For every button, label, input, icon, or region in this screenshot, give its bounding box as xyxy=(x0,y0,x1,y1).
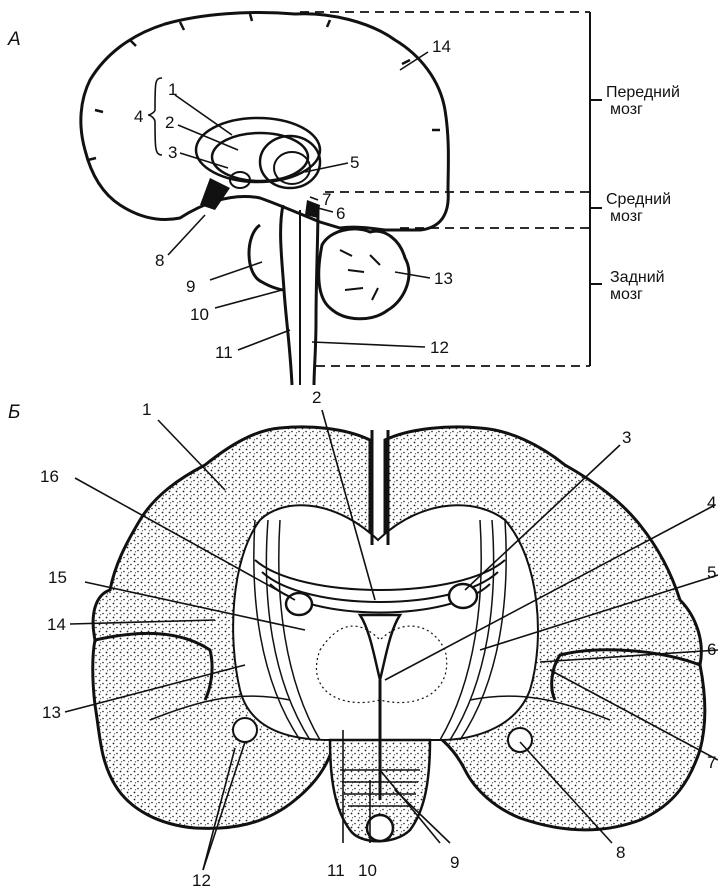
a-num-12: 12 xyxy=(430,338,449,357)
a-num-2: 2 xyxy=(165,113,174,132)
b-num-10: 10 xyxy=(358,861,377,880)
b-num-5: 5 xyxy=(707,563,716,582)
a-num-11: 11 xyxy=(215,343,233,362)
b-num-16: 16 xyxy=(40,467,59,486)
a-num-6: 6 xyxy=(336,204,345,223)
b-num-15: 15 xyxy=(48,568,67,587)
hindbrain-label-2: мозг xyxy=(610,286,643,303)
b-num-9: 9 xyxy=(450,853,459,872)
a-num-14: 14 xyxy=(432,37,451,56)
b-num-3: 3 xyxy=(622,428,631,447)
forebrain-label-2: мозг xyxy=(610,101,643,118)
midbrain-label-1: Средний xyxy=(606,191,671,208)
b-num-2: 2 xyxy=(312,388,321,407)
brainstem xyxy=(249,205,318,385)
b-num-11: 11 xyxy=(327,861,345,880)
b-num-8: 8 xyxy=(616,843,625,862)
panel-a-label: А xyxy=(7,29,21,50)
a-num-1: 1 xyxy=(168,80,177,99)
b-num-1: 1 xyxy=(142,400,151,419)
a-num-7: 7 xyxy=(322,190,331,209)
a-num-8: 8 xyxy=(155,251,164,270)
a-num-10: 10 xyxy=(190,305,209,324)
b-num-12: 12 xyxy=(192,871,211,888)
forebrain-label-1: Передний xyxy=(606,84,680,101)
midbrain-label-2: мозг xyxy=(610,208,643,225)
a-num-13: 13 xyxy=(434,269,453,288)
b-num-7: 7 xyxy=(707,753,716,772)
a-num-3: 3 xyxy=(168,143,177,162)
b-num-14: 14 xyxy=(47,615,66,634)
a-num-9: 9 xyxy=(186,277,195,296)
a-num-5: 5 xyxy=(350,153,359,172)
a-num-4: 4 xyxy=(134,107,143,126)
b-num-4: 4 xyxy=(707,493,716,512)
cerebellum xyxy=(319,229,409,319)
hindbrain-label-1: Задний xyxy=(610,269,665,286)
b-num-6: 6 xyxy=(707,640,716,659)
panel-b-label: Б xyxy=(8,402,20,423)
b-num-13: 13 xyxy=(42,703,61,722)
